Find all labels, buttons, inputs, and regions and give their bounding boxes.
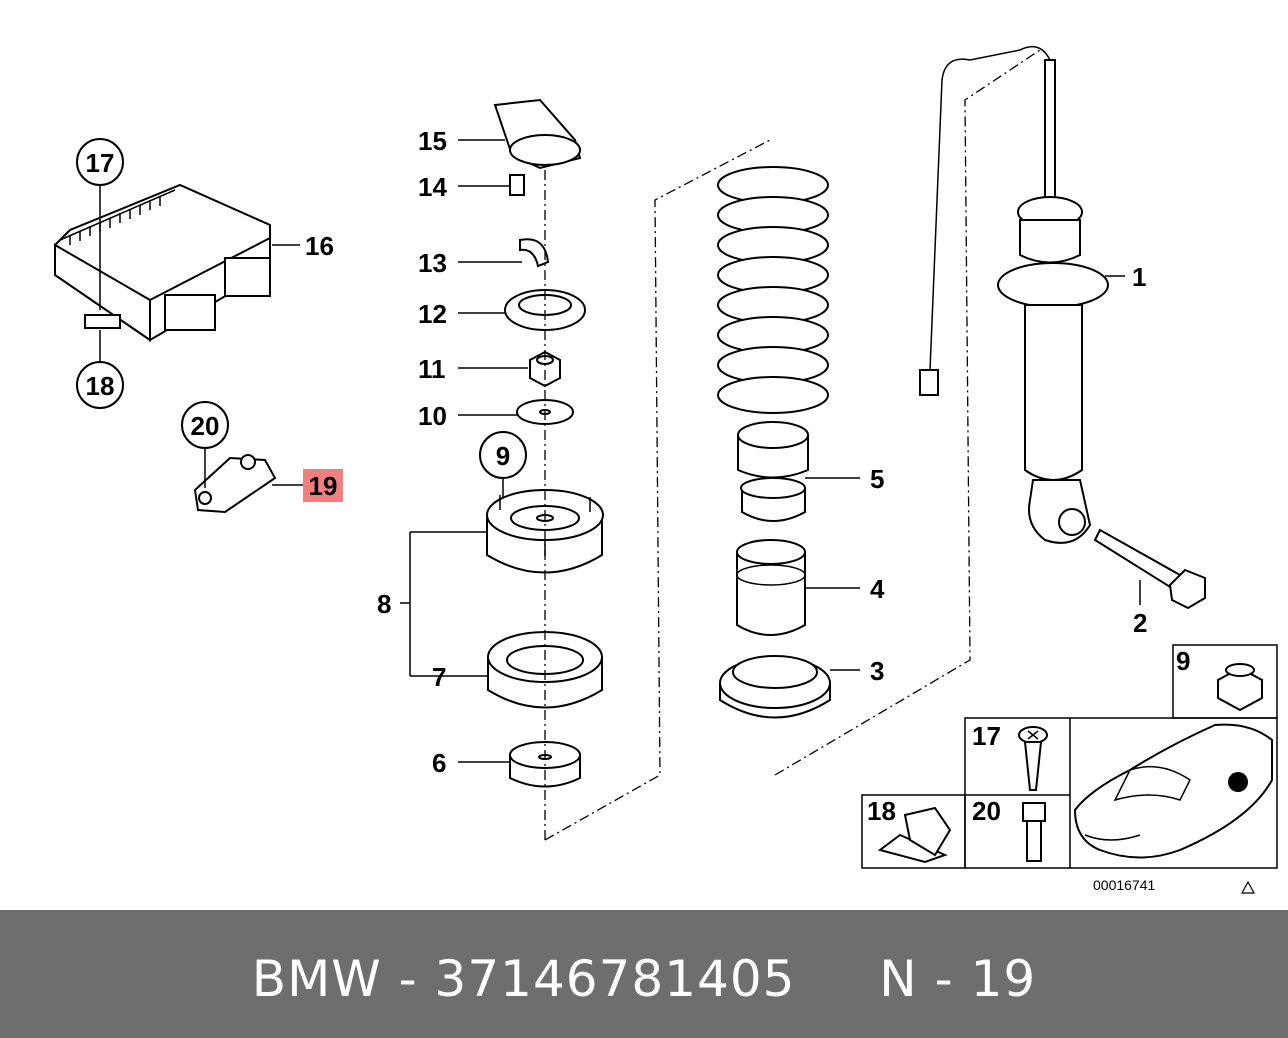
label-2: 2 xyxy=(1133,608,1147,638)
label-8: 8 xyxy=(377,589,391,619)
svg-text:18: 18 xyxy=(86,371,115,401)
label-5: 5 xyxy=(870,464,884,494)
highlighted-label-19: 19 xyxy=(303,469,343,502)
frame-left xyxy=(544,139,771,841)
callout-18: 18 xyxy=(76,361,124,409)
location-dot xyxy=(1228,772,1248,792)
parts-diagram: 15 14 13 12 11 10 8 7 6 5 4 3 1 2 16 17 … xyxy=(54,45,1278,894)
strut-column xyxy=(486,98,604,840)
label-10: 10 xyxy=(418,401,447,431)
callout-20: 20 xyxy=(181,401,229,449)
inset-table: 9 17 18 20 xyxy=(861,644,1278,869)
callout-17: 17 xyxy=(76,138,124,186)
screw-17-drawing xyxy=(1018,726,1048,791)
leader-lines xyxy=(99,139,1141,763)
svg-text:9: 9 xyxy=(496,441,510,471)
caption-text: BMW - 37146781405 N - 19 xyxy=(0,950,1288,1008)
caption-bar: BMW - 37146781405 N - 19 xyxy=(0,910,1288,1038)
label-13: 13 xyxy=(418,248,447,278)
highlight-box xyxy=(303,469,343,502)
spring-column xyxy=(717,166,831,719)
label-1: 1 xyxy=(1132,262,1146,292)
svg-text:19: 19 xyxy=(309,471,338,501)
part-number: 37146781405 xyxy=(434,950,796,1008)
inset-label-18: 18 xyxy=(867,796,896,826)
label-15: 15 xyxy=(418,126,447,156)
label-7: 7 xyxy=(432,662,446,692)
label-16: 16 xyxy=(305,231,334,261)
position-separator: - xyxy=(934,950,954,1008)
label-3: 3 xyxy=(870,656,884,686)
car-location-drawing xyxy=(1073,723,1273,859)
label-12: 12 xyxy=(418,299,447,329)
inset-label-20: 20 xyxy=(972,796,1001,826)
position-prefix: N xyxy=(879,950,918,1008)
nut-9-drawing xyxy=(1217,663,1263,712)
callout-9: 9 xyxy=(479,431,527,479)
label-14: 14 xyxy=(418,172,447,202)
triangle-mark-icon xyxy=(1240,880,1256,894)
inset-label-9: 9 xyxy=(1176,646,1190,676)
reference-number: 00016741 xyxy=(1093,877,1156,893)
svg-text:20: 20 xyxy=(191,411,220,441)
brand: BMW xyxy=(251,950,382,1008)
shock-absorber-1 xyxy=(919,45,1206,610)
sensor-19 xyxy=(193,454,277,514)
frame-right xyxy=(774,49,1041,776)
label-11: 11 xyxy=(418,354,446,384)
label-6: 6 xyxy=(432,748,446,778)
control-unit-16 xyxy=(54,183,271,342)
clip-18-drawing xyxy=(877,806,952,864)
inset-label-17: 17 xyxy=(972,721,1001,751)
part-labels: 15 14 13 12 11 10 8 7 6 5 4 3 1 2 16 17 … xyxy=(76,126,1147,778)
separator: - xyxy=(398,950,418,1008)
position-number: 19 xyxy=(970,950,1037,1008)
label-4: 4 xyxy=(870,574,885,604)
bolt-20-drawing xyxy=(1022,802,1046,862)
svg-text:17: 17 xyxy=(86,148,115,178)
